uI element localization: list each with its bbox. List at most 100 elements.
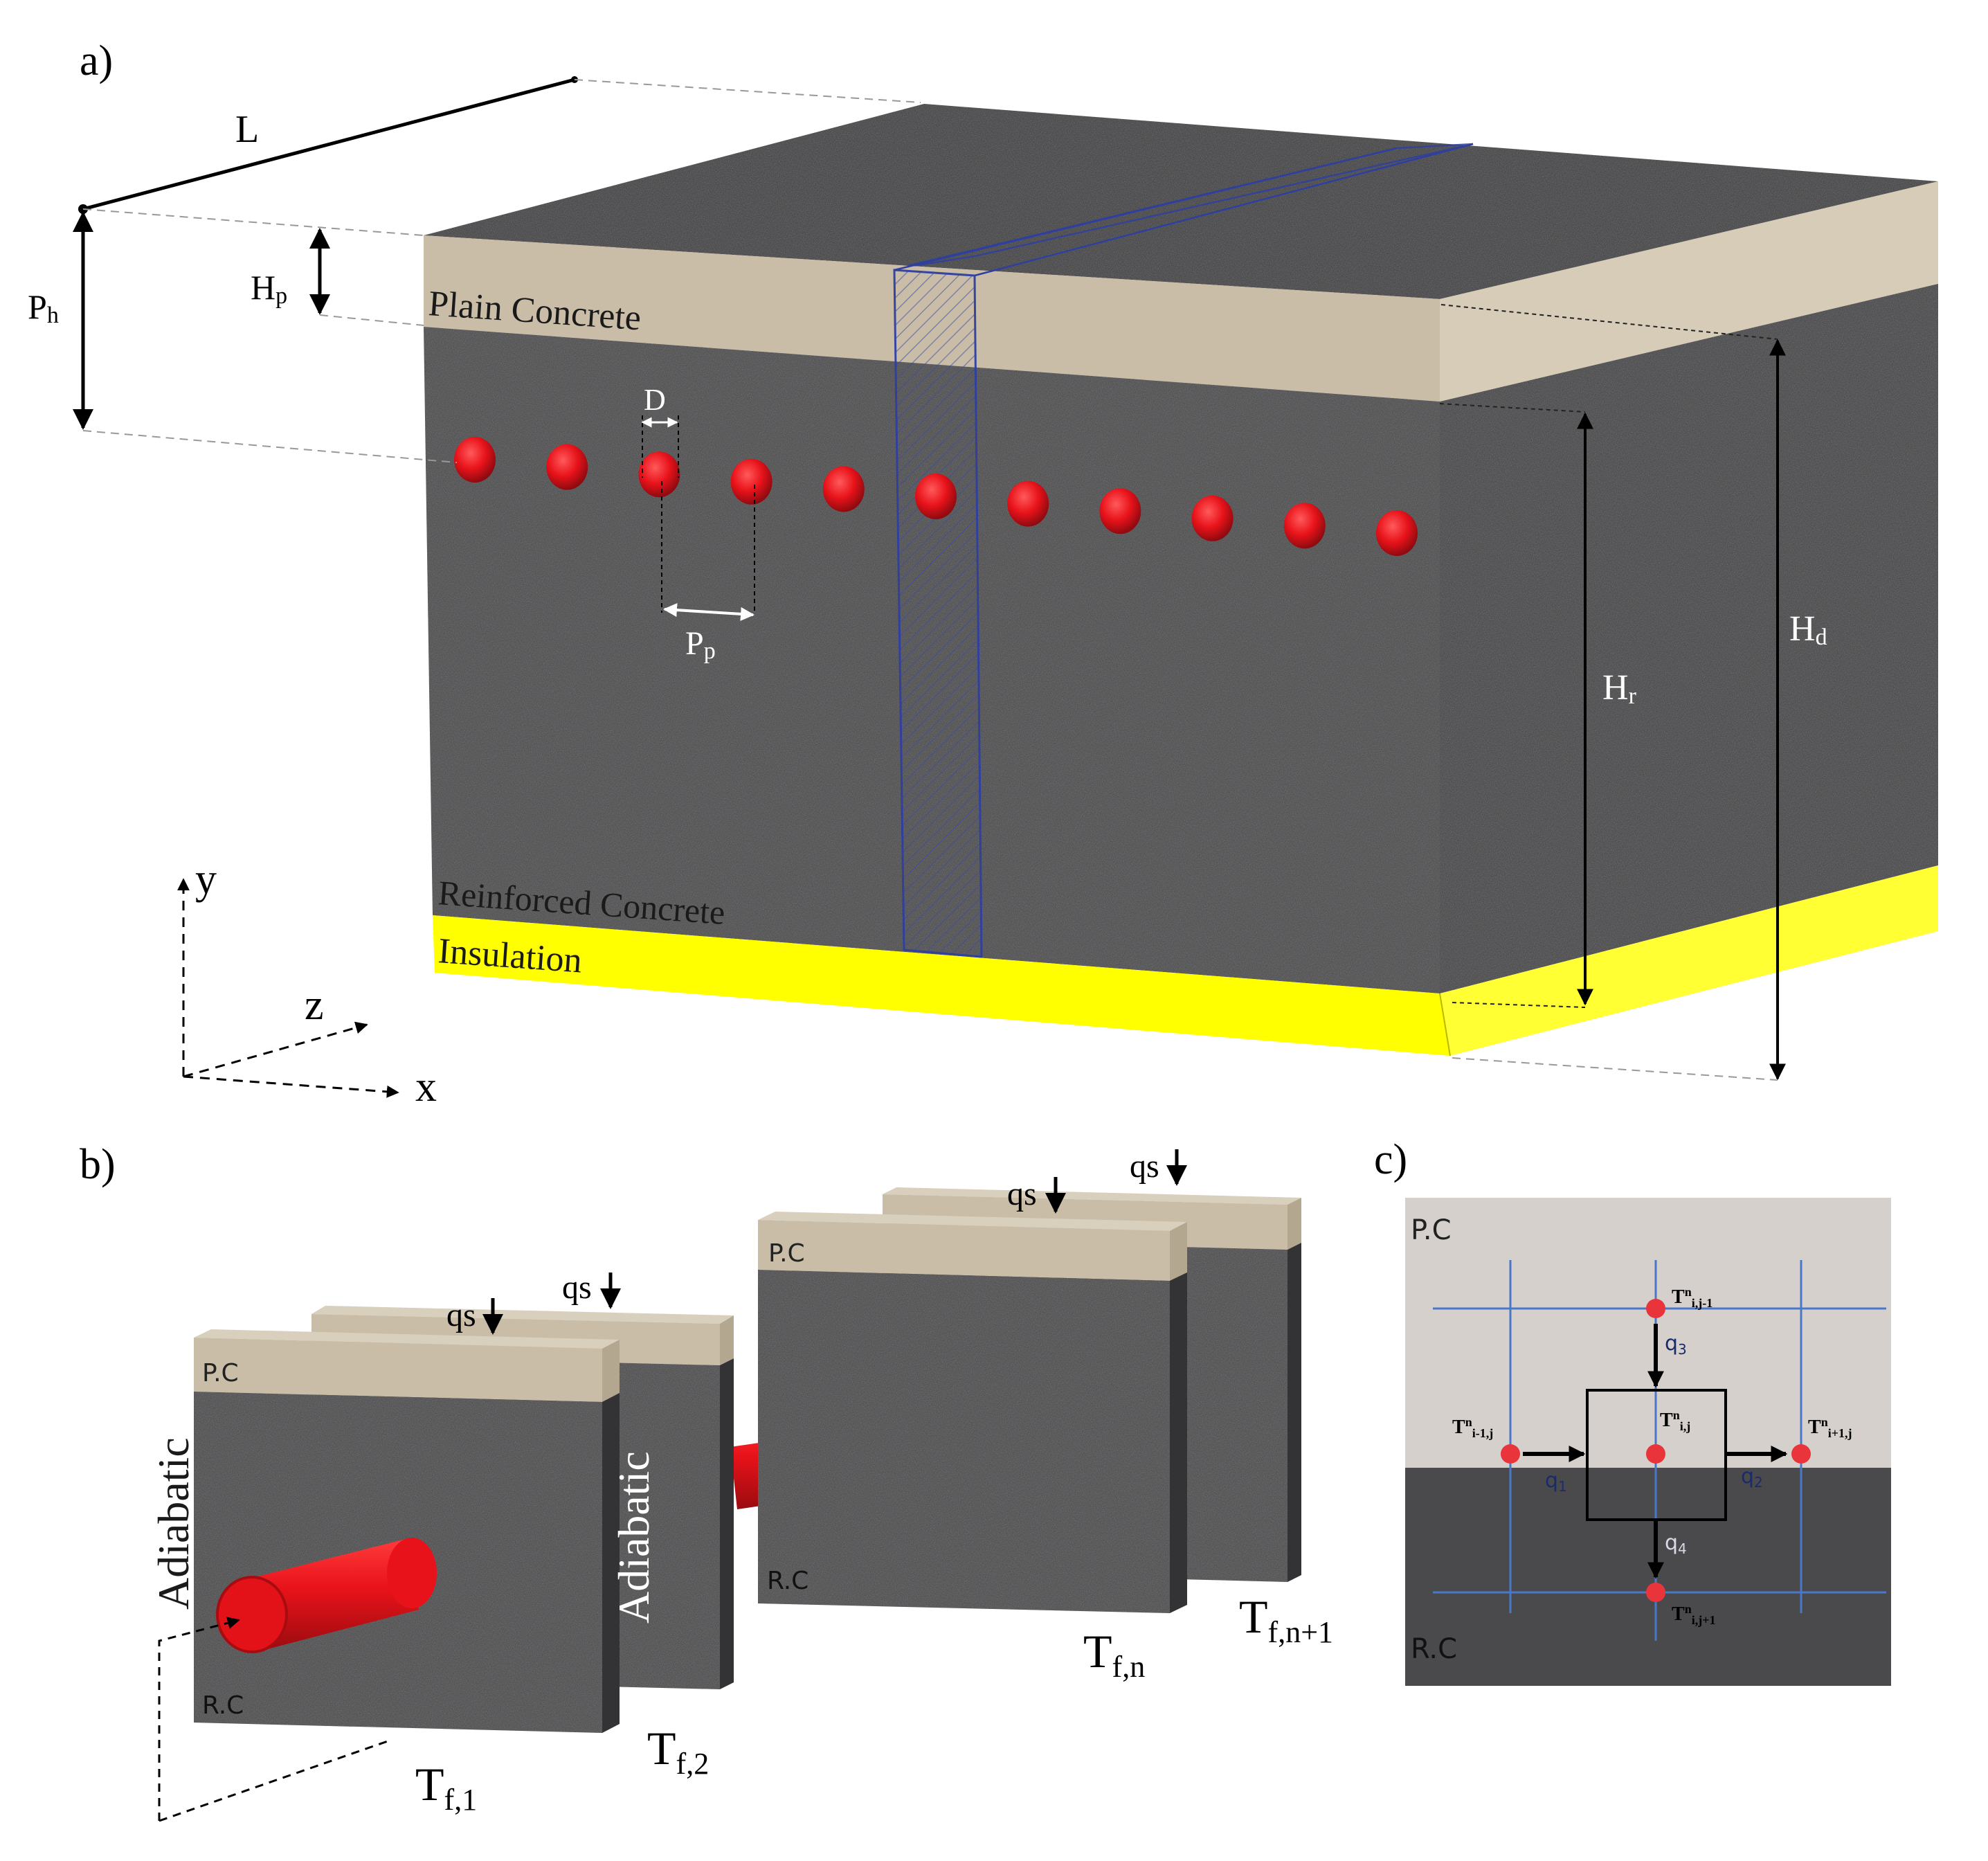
temp-label-fn1: Tf,n+1 xyxy=(1239,1590,1333,1649)
node-left-label: Tni-1,j xyxy=(1452,1415,1493,1440)
adiabatic-label-2: Adiabatic xyxy=(609,1451,658,1624)
slab-1-pc-label: P.C xyxy=(202,1359,239,1387)
slab-n1-top xyxy=(883,1187,1301,1205)
qs-label-3: qs xyxy=(1007,1176,1037,1212)
heat-flux-arrows: qs qs qs qs xyxy=(446,1148,1187,1335)
temp-label-fn: Tf,n xyxy=(1083,1625,1145,1684)
qs-label-4: qs xyxy=(1130,1148,1159,1185)
panel-a-label: a) xyxy=(80,37,113,84)
pipe-11 xyxy=(1376,510,1418,556)
dim-Hd-ext-bottom xyxy=(1452,1057,1778,1081)
pipe-10 xyxy=(1283,503,1326,549)
qs-label-2: qs xyxy=(562,1269,592,1306)
panel-c-pc-label: P.C xyxy=(1411,1214,1452,1246)
pipe-9 xyxy=(1191,495,1234,541)
slab-top-surface xyxy=(424,104,1938,299)
dim-Ph-ext-bottom xyxy=(82,430,458,463)
panel-c-pc-region xyxy=(1405,1198,1891,1468)
x-axis xyxy=(183,1075,399,1098)
slab-n-rc-front xyxy=(758,1270,1170,1613)
node-center xyxy=(1646,1444,1665,1464)
pipe-front-inlet xyxy=(216,1576,288,1653)
dim-L-line xyxy=(82,78,575,211)
slab-n-rc-label: R.C xyxy=(767,1567,808,1595)
pipe-2 xyxy=(546,444,588,490)
dim-Hd-ext-top xyxy=(1440,304,1778,340)
dim-Hp-label: Hp xyxy=(251,268,287,309)
reinforced-concrete-side xyxy=(1440,284,1938,994)
slab-1-rc-label: R.C xyxy=(202,1691,244,1720)
pipe-front-body xyxy=(249,1538,419,1651)
node-right-label: Tni+1,j xyxy=(1808,1415,1852,1440)
panel-c-rc-label: R.C xyxy=(1411,1633,1457,1665)
dim-Ph-label: Ph xyxy=(28,287,59,328)
dim-Pp-line xyxy=(663,603,754,621)
insulation-front xyxy=(433,915,1450,1056)
q4-label: q4 xyxy=(1665,1531,1687,1557)
slab-1: P.C R.C xyxy=(194,1329,620,1733)
node-top-label: Tni,j-1 xyxy=(1672,1285,1713,1310)
slab-1-rc-side xyxy=(602,1393,620,1733)
pipe-3 xyxy=(638,451,680,498)
adiabatic-label-1: Adiabatic xyxy=(149,1437,198,1610)
pipe-front-far-end xyxy=(387,1538,437,1608)
q1-label: q1 xyxy=(1545,1468,1567,1495)
inlet-arrow xyxy=(158,1617,240,1821)
slab-n-rc-side xyxy=(1170,1273,1187,1613)
panel-b-label: b) xyxy=(80,1141,116,1188)
coordinate-axes: y x z xyxy=(177,856,437,1111)
pipe-1 xyxy=(454,437,496,483)
panel-c-rc-region xyxy=(1405,1468,1891,1686)
slab-n1-pc-side xyxy=(1287,1198,1301,1250)
slab-2-rc-side xyxy=(720,1358,734,1689)
dim-Hp-ext-bottom xyxy=(319,314,424,326)
y-axis-label: y xyxy=(195,856,217,903)
section-band-front xyxy=(893,269,983,958)
x-axis-label: x xyxy=(415,1063,437,1111)
node-center-label: Tni,j xyxy=(1660,1408,1690,1433)
dim-Hr-ext-top xyxy=(1439,403,1586,413)
pipe-8 xyxy=(1099,488,1141,534)
dim-D-label: D xyxy=(644,383,666,417)
slab-n-pc-side xyxy=(1170,1222,1187,1281)
slab-2-pc-side xyxy=(720,1315,734,1365)
pipe-segment-front xyxy=(158,1538,437,1822)
panel-b: b) P.C R.C xyxy=(80,1141,1333,1822)
plain-concrete-side xyxy=(1440,181,1938,402)
qs-label-1: qs xyxy=(446,1297,476,1333)
node-left xyxy=(1501,1444,1520,1464)
pipe-6 xyxy=(915,474,957,519)
slab-n1-rc-side xyxy=(1287,1243,1301,1582)
z-axis-label: z xyxy=(305,982,324,1029)
slab-n-pc-label: P.C xyxy=(768,1239,805,1268)
slab-n-pc-front xyxy=(758,1220,1170,1281)
insulation-side xyxy=(1440,865,1938,1056)
panel-a: a) Plain Concrete Reinforced Concrete In… xyxy=(28,37,1938,1111)
temp-label-f2: Tf,2 xyxy=(647,1722,709,1781)
node-top xyxy=(1646,1299,1665,1318)
fluid-temperature-labels: Tf,1 Tf,2 Tf,n Tf,n+1 xyxy=(415,1590,1333,1817)
z-axis xyxy=(183,1021,368,1078)
slab-n-top xyxy=(758,1212,1187,1231)
pipe-7 xyxy=(1007,480,1049,527)
panel-c-label: c) xyxy=(1374,1136,1407,1183)
insulation-edge xyxy=(1439,993,1451,1057)
node-bottom xyxy=(1646,1583,1665,1602)
panel-c: c) P.C R.C q1 q2 q3 q4 Tni,j-1 xyxy=(1374,1136,1891,1686)
pipe-row xyxy=(454,437,1418,556)
slab-1-pc-side xyxy=(602,1340,620,1402)
dim-L-label: L xyxy=(235,108,259,151)
node-right xyxy=(1791,1444,1811,1464)
pipe-5 xyxy=(822,466,865,512)
section-band-top-left xyxy=(894,147,1398,271)
flow-path-line xyxy=(159,1740,388,1822)
pipe-4 xyxy=(730,458,772,505)
q3-label: q3 xyxy=(1665,1331,1687,1358)
slab-n: P.C R.C xyxy=(758,1212,1187,1613)
dim-L-extension xyxy=(574,79,921,103)
slab-1-pc-front xyxy=(194,1338,602,1402)
slab-2-top xyxy=(311,1306,734,1324)
temp-label-f1: Tf,1 xyxy=(415,1758,477,1817)
dim-Ph-ext-top xyxy=(82,208,424,236)
